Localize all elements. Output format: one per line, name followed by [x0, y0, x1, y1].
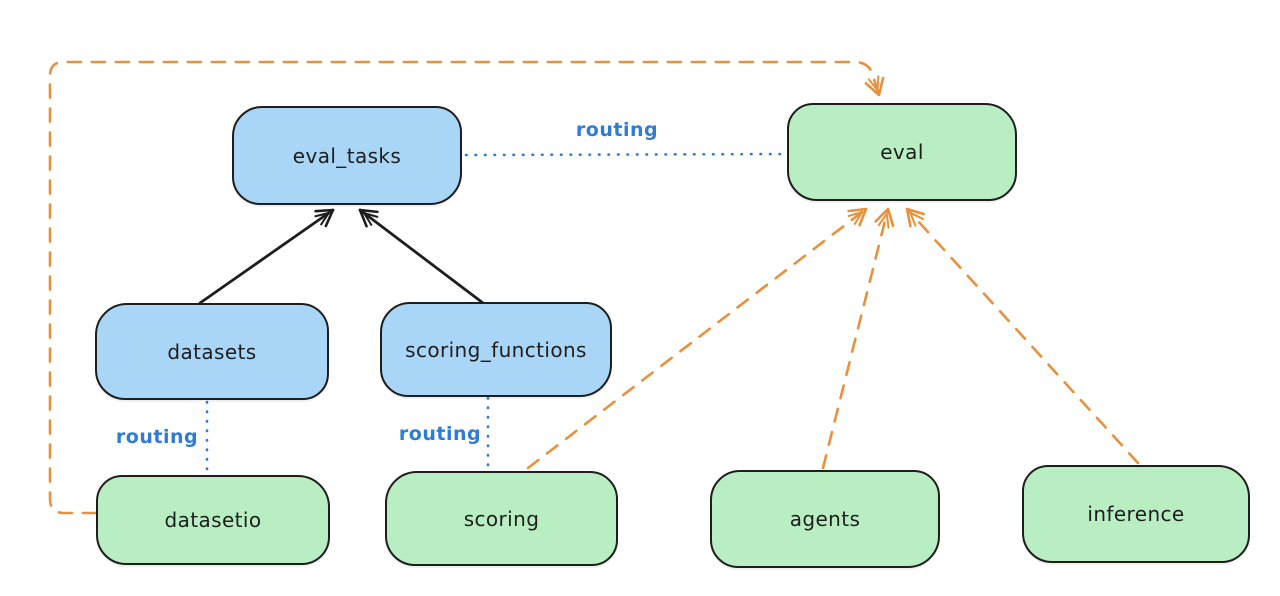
node-scoring: scoring: [385, 471, 618, 566]
node-inference: inference: [1022, 465, 1250, 563]
node-agents: agents: [710, 470, 940, 568]
edge-eval-tasks-to-eval-routing: [464, 152, 788, 157]
edge-scoring-functions-to-eval-tasks: [358, 208, 485, 305]
node-eval-tasks-label: eval_tasks: [292, 143, 402, 168]
node-eval: eval: [787, 103, 1017, 201]
node-eval-tasks: eval_tasks: [232, 106, 462, 205]
node-datasetio: datasetio: [96, 475, 330, 565]
node-scoring-functions-label: scoring_functions: [405, 337, 587, 362]
edge-label-routing-scoring-functions-scoring: routing: [398, 423, 482, 445]
node-scoring-label: scoring: [463, 506, 540, 531]
node-inference-label: inference: [1087, 502, 1185, 526]
node-datasets-label: datasets: [167, 339, 257, 364]
edge-label-routing-datasets-datasetio: routing: [115, 426, 199, 448]
edge-inference-to-eval: [905, 207, 1140, 465]
node-datasets: datasets: [95, 303, 329, 400]
node-datasetio-label: datasetio: [164, 508, 262, 532]
node-eval-label: eval: [880, 140, 924, 164]
node-scoring-functions: scoring_functions: [380, 302, 612, 397]
node-agents-label: agents: [789, 507, 861, 531]
edge-agents-to-eval: [821, 207, 895, 470]
edge-datasets-to-eval-tasks: [198, 208, 335, 305]
edge-label-routing-eval-tasks-eval: routing: [575, 119, 659, 141]
